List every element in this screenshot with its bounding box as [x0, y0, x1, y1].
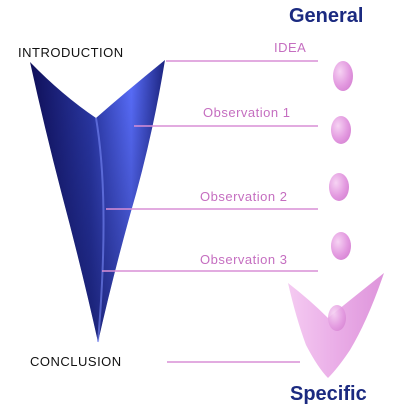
introduction-label: INTRODUCTION: [18, 45, 124, 60]
funnel-shape: [30, 60, 165, 342]
observation-2-oval: [329, 173, 349, 201]
idea-oval: [333, 61, 353, 91]
idea-label: IDEA: [274, 40, 306, 55]
specific-label: Specific: [290, 383, 367, 406]
observation-2-label: Observation 2: [200, 189, 287, 204]
observation-3-label: Observation 3: [200, 252, 287, 267]
pink-ovals: [329, 61, 353, 260]
general-label: General: [289, 5, 363, 28]
observation-1-label: Observation 1: [203, 105, 290, 120]
conclusion-label: CONCLUSION: [30, 354, 122, 369]
observation-1-oval: [331, 116, 351, 144]
observation-3-oval: [331, 232, 351, 260]
pink-v-shape: [288, 273, 384, 378]
